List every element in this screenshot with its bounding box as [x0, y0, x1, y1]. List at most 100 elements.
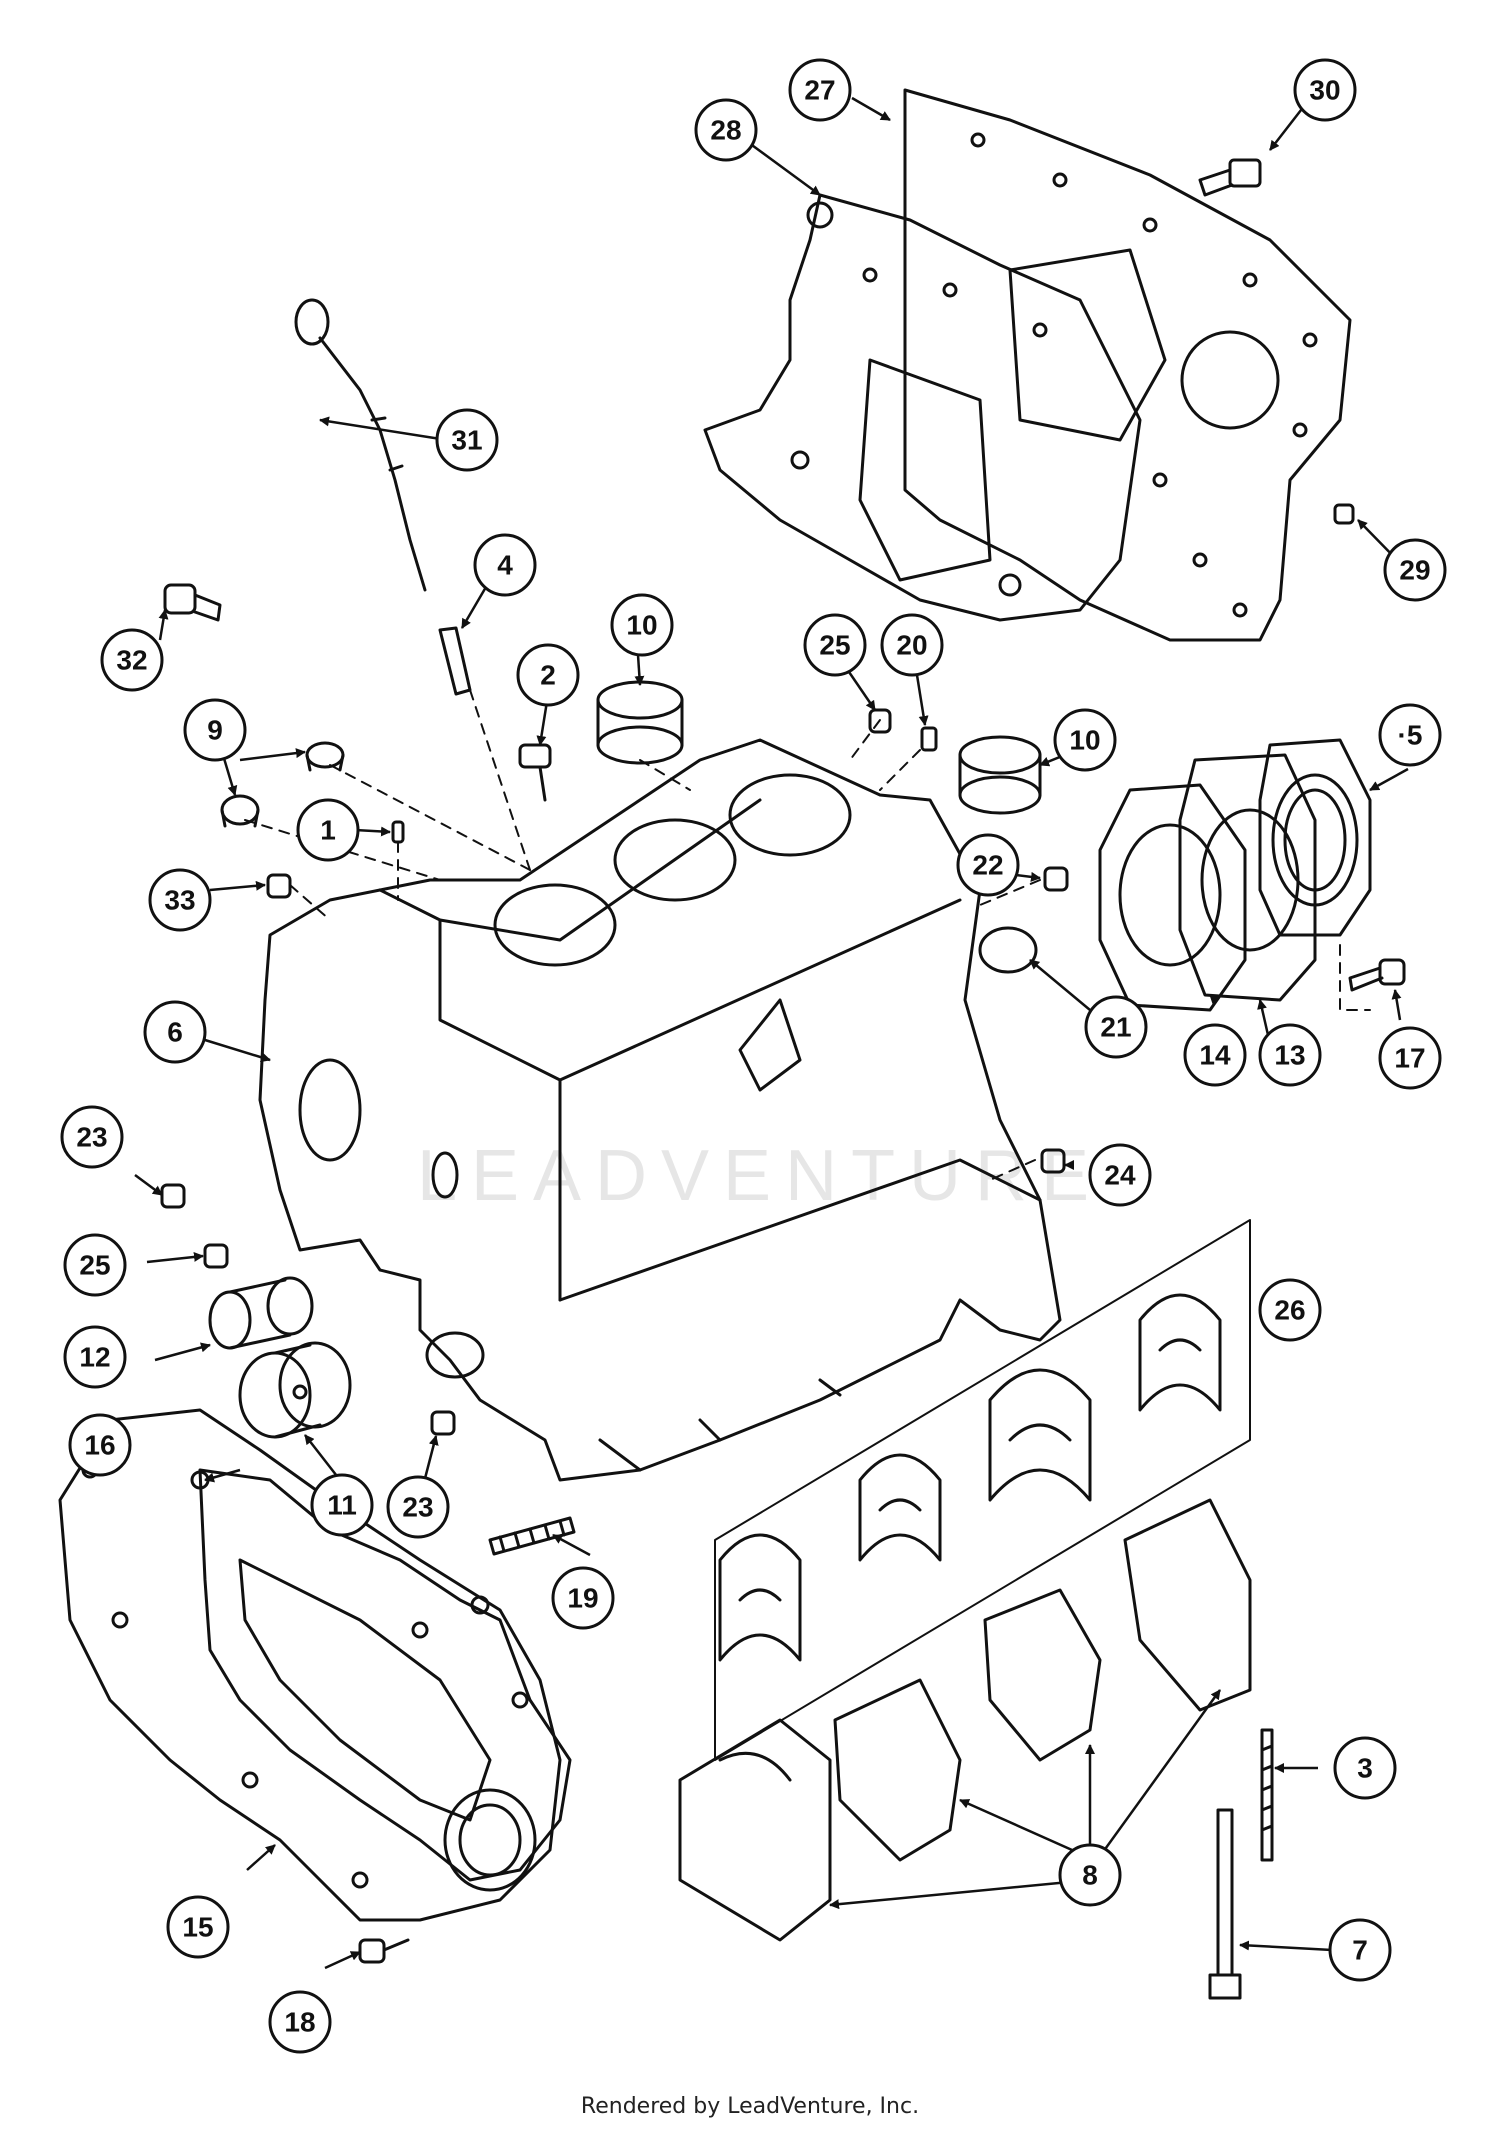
svg-text:14: 14 [1199, 1040, 1231, 1071]
svg-text:1: 1 [320, 815, 336, 846]
part-19-stud [488, 1516, 576, 1556]
callout-2[interactable]: 2 [516, 643, 580, 707]
callout-25b[interactable]: 25 [63, 1233, 127, 1297]
part-18-bolt [358, 1938, 410, 1964]
svg-text:33: 33 [164, 885, 195, 916]
svg-text:·5: ·5 [1398, 720, 1423, 751]
alignment-lines [244, 689, 1371, 1181]
callout-27[interactable]: 27 [788, 58, 852, 122]
svg-text:21: 21 [1100, 1012, 1131, 1043]
callout-30[interactable]: 30 [1293, 58, 1357, 122]
callout-16[interactable]: 16 [68, 1413, 132, 1477]
callout-22[interactable]: 22 [956, 833, 1020, 897]
callout-32[interactable]: 32 [100, 628, 164, 692]
part-33-plug [266, 873, 292, 899]
callout-15[interactable]: 15 [166, 1895, 230, 1959]
part-25-plug-top [868, 708, 892, 734]
svg-text:30: 30 [1309, 75, 1340, 106]
svg-text:29: 29 [1399, 555, 1430, 586]
watermark-text: LEADVENTURE [417, 1136, 1103, 1216]
part-3-stud [1260, 1728, 1274, 1862]
callout-23a[interactable]: 23 [60, 1105, 124, 1169]
callout-1[interactable]: 1 [296, 798, 360, 862]
svg-text:9: 9 [207, 715, 223, 746]
svg-text:31: 31 [451, 425, 482, 456]
callout-24[interactable]: 24 [1088, 1143, 1152, 1207]
svg-text:32: 32 [116, 645, 147, 676]
part-1-pin [391, 820, 405, 844]
callout-3[interactable]: 3 [1333, 1736, 1397, 1800]
svg-text:22: 22 [972, 850, 1003, 881]
callout-10b[interactable]: 10 [1053, 708, 1117, 772]
svg-text:28: 28 [710, 115, 741, 146]
part-22-plug [1043, 866, 1069, 892]
svg-text:10: 10 [626, 610, 657, 641]
part-20-pin [920, 726, 938, 752]
callout-23b[interactable]: 23 [386, 1475, 450, 1539]
svg-text:10: 10 [1069, 725, 1100, 756]
part-15-front-cover [58, 1408, 562, 1922]
svg-text:15: 15 [182, 1912, 213, 1943]
svg-text:2: 2 [540, 660, 556, 691]
part-2-fitting [518, 743, 552, 802]
part-25-plug-left [203, 1243, 229, 1269]
svg-text:13: 13 [1274, 1040, 1305, 1071]
callout-5[interactable]: ·5 [1378, 703, 1442, 767]
callout-7[interactable]: 7 [1328, 1918, 1392, 1982]
part-5-seal-housing [1258, 738, 1372, 937]
part-26-bearing-set [714, 1219, 1251, 1761]
callout-20[interactable]: 20 [880, 613, 944, 677]
svg-text:8: 8 [1082, 1860, 1098, 1891]
part-21-disc-plug [978, 926, 1038, 974]
part-31-dipstick [294, 298, 427, 592]
svg-text:11: 11 [327, 1490, 357, 1521]
callout-11[interactable]: 11 [310, 1473, 374, 1537]
part-12-bushing [208, 1276, 314, 1350]
callout-4[interactable]: 4 [473, 533, 537, 597]
part-9-bushings [220, 741, 345, 828]
callout-25a[interactable]: 25 [803, 613, 867, 677]
svg-text:4: 4 [497, 550, 513, 581]
svg-text:25: 25 [819, 630, 850, 661]
callout-21[interactable]: 21 [1084, 995, 1148, 1059]
svg-text:18: 18 [284, 2007, 315, 2038]
callout-17[interactable]: 17 [1378, 1026, 1442, 1090]
part-7-bolt [1208, 1808, 1242, 2000]
callout-13[interactable]: 13 [1258, 1023, 1322, 1087]
callout-14[interactable]: 14 [1183, 1023, 1247, 1087]
callout-28[interactable]: 28 [694, 98, 758, 162]
part-32-bolt [163, 583, 222, 622]
svg-text:23: 23 [76, 1122, 107, 1153]
callout-10a[interactable]: 10 [610, 593, 674, 657]
svg-text:6: 6 [167, 1017, 183, 1048]
callout-29[interactable]: 29 [1383, 538, 1447, 602]
footer-credit: Rendered by LeadVenture, Inc. [580, 2094, 920, 2119]
svg-text:7: 7 [1352, 1935, 1368, 1966]
svg-text:25: 25 [79, 1250, 110, 1281]
svg-text:12: 12 [79, 1342, 110, 1373]
callout-31[interactable]: 31 [435, 408, 499, 472]
callout-19[interactable]: 19 [551, 1566, 615, 1630]
callout-18[interactable]: 18 [268, 1990, 332, 2054]
callout-8[interactable]: 8 [1058, 1843, 1122, 1907]
svg-text:20: 20 [896, 630, 927, 661]
callout-9[interactable]: 9 [183, 698, 247, 762]
svg-text:26: 26 [1274, 1295, 1305, 1326]
svg-text:23: 23 [402, 1492, 433, 1523]
part-23-plug-bottom [430, 1410, 456, 1436]
callout-33[interactable]: 33 [148, 868, 212, 932]
callout-6[interactable]: 6 [143, 1000, 207, 1064]
svg-text:16: 16 [84, 1430, 115, 1461]
part-28-gasket [703, 193, 1142, 622]
callout-12[interactable]: 12 [63, 1325, 127, 1389]
part-29-plug [1333, 503, 1355, 525]
callout-26[interactable]: 26 [1258, 1278, 1322, 1342]
part-17-bolt [1348, 958, 1406, 992]
svg-text:3: 3 [1357, 1753, 1373, 1784]
part-23-plug-left [160, 1183, 186, 1209]
svg-text:24: 24 [1104, 1160, 1136, 1191]
part-4-tube [438, 626, 472, 696]
part-10-bushing-left [596, 680, 684, 765]
svg-text:19: 19 [567, 1583, 598, 1614]
